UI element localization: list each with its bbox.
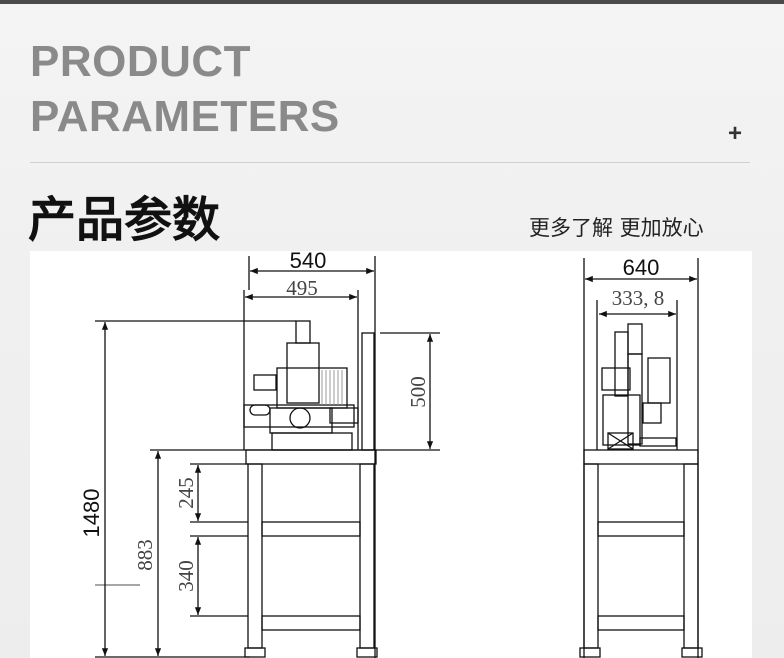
front-view [95, 256, 440, 658]
dim-table-height: 883 [133, 539, 157, 571]
dim-inner-width: 495 [286, 276, 318, 300]
dim-total-height: 1480 [79, 489, 104, 538]
dim-lower-shelf-gap: 340 [174, 560, 198, 592]
dim-machine-height: 500 [406, 376, 430, 408]
dim-overall-width: 540 [290, 248, 327, 273]
slogan: 更多了解 更加放心 [529, 216, 704, 240]
side-view [579, 258, 703, 658]
plus-icon[interactable]: + [728, 120, 743, 147]
dim-inner-depth: 333, 8 [612, 286, 665, 310]
top-bar [0, 0, 784, 4]
title-en-line1: PRODUCT [30, 37, 252, 86]
title-cn: 产品参数 [28, 192, 221, 248]
divider [30, 162, 750, 163]
dim-overall-depth: 640 [623, 255, 660, 280]
title-en-line2: PARAMETERS [30, 92, 340, 141]
dim-upper-shelf-gap: 245 [174, 477, 198, 509]
drawing-panel [30, 251, 752, 658]
